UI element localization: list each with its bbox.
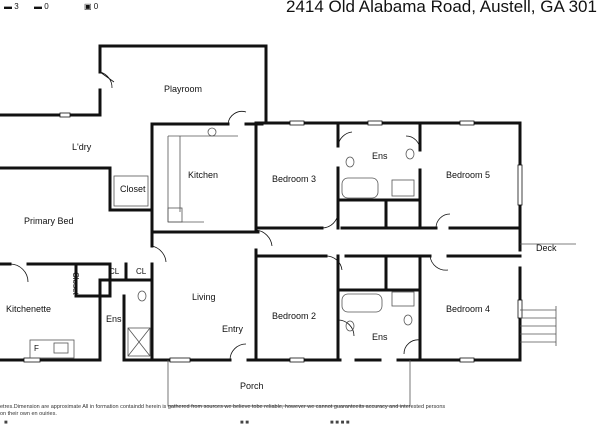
room-kitchen: Kitchen [188, 170, 219, 180]
door-br3 [321, 211, 339, 229]
car-icon: ▣ [84, 2, 92, 11]
wall-west-lower [0, 262, 112, 298]
toilet-top [345, 156, 355, 168]
room-closet-vertical: Closet [71, 272, 80, 295]
wall-cl [74, 230, 154, 362]
disclaimer-line-2: on their own en ouiries. [0, 411, 57, 417]
window-1 [289, 120, 305, 126]
disclaimer: etres.Dimension are approximate All in f… [0, 404, 576, 418]
door-ens-top [337, 131, 353, 147]
window-9 [169, 357, 191, 363]
door-playroom [99, 71, 115, 89]
room-ens-bottom: Ens [372, 332, 388, 342]
closet-upper-box [113, 175, 149, 207]
wall-ens-bottom [336, 254, 422, 362]
vanity-top [391, 179, 415, 197]
room-bedroom2: Bedroom 2 [272, 311, 317, 321]
bed-icon: ▬ [4, 2, 12, 11]
window-5 [459, 357, 475, 363]
porch-outline [167, 360, 411, 407]
footer-logo: ■ [4, 420, 8, 426]
room-primary-bed: Primary Bed [24, 216, 74, 226]
window-2 [367, 120, 383, 126]
wall-playroom [98, 44, 268, 124]
cars-stat: ▬ 0 [34, 2, 49, 11]
room-playroom: Playroom [164, 84, 203, 94]
wall-laundry [0, 166, 152, 212]
room-deck: Deck [536, 243, 557, 253]
door-entry [229, 343, 247, 361]
beds-stat: ▬ 3 [4, 2, 19, 11]
room-ens-left: Ens [106, 314, 122, 324]
room-porch: Porch [240, 381, 264, 391]
disclaimer-line-1: etres.Dimension are approximate All in f… [0, 404, 446, 410]
deck-stairs [520, 306, 557, 346]
cars-count-2: 0 [93, 2, 99, 11]
door-corridor [255, 229, 273, 247]
toilet-left [137, 290, 147, 302]
shower-left-x [127, 327, 151, 357]
fridge-label: F [34, 344, 39, 353]
wall-ens-left [98, 278, 126, 362]
kitchenette-sink [53, 342, 69, 354]
room-laundry: L'dry [72, 142, 92, 152]
room-closet-upper: Closet [120, 184, 146, 194]
door-br4 [429, 255, 449, 271]
bathtub-bottom [341, 293, 383, 313]
toilet-top2 [405, 148, 415, 160]
window-10 [59, 112, 71, 118]
kitchen-sink-bowl [207, 127, 217, 137]
shower-left [127, 327, 151, 357]
door-ens-top2 [405, 135, 421, 151]
kitchenette-counter [29, 339, 75, 359]
room-kitchenette: Kitchenette [6, 304, 52, 314]
beds-count: 3 [14, 2, 19, 11]
stove [167, 207, 183, 223]
toilet-bottom [345, 320, 355, 332]
floor-plan-drawing [0, 44, 576, 407]
door-living-side [151, 245, 167, 263]
window-4 [289, 357, 305, 363]
cars-stat-2: ▣ 0 [84, 2, 98, 11]
window-8 [23, 357, 41, 363]
room-living: Living [192, 292, 216, 302]
room-bedroom5: Bedroom 5 [446, 170, 491, 180]
window-7 [517, 164, 523, 206]
kitchen-counter [167, 135, 238, 223]
door-br2 [325, 255, 343, 271]
property-address: 2414 Old Alabama Road, Austell, GA 301 [286, 0, 597, 16]
room-entry: Entry [222, 324, 244, 334]
vanity-bottom [391, 291, 415, 307]
room-ens-top: Ens [372, 151, 388, 161]
room-cl-left: CL [109, 267, 120, 276]
window-3 [459, 120, 475, 126]
room-cl-right: CL [136, 267, 147, 276]
footer-logo-2: ■ ■ [240, 420, 249, 426]
room-bedroom4: Bedroom 4 [446, 304, 491, 314]
door-br5 [435, 213, 451, 229]
wall-ens-top [336, 121, 422, 230]
footer-logo-3: ■ ■ ■ ■ [330, 420, 350, 426]
car-icon: ▬ [34, 2, 42, 11]
door-primary [9, 263, 29, 283]
door-ens-bottom [337, 319, 355, 337]
room-bedroom3: Bedroom 3 [272, 174, 317, 184]
window-6 [517, 299, 523, 319]
door-ens-bottom2 [403, 339, 421, 355]
bathtub-top [341, 177, 379, 199]
cars-count: 0 [44, 2, 49, 11]
toilet-bottom2 [403, 314, 413, 326]
door-kitchen [227, 111, 247, 125]
